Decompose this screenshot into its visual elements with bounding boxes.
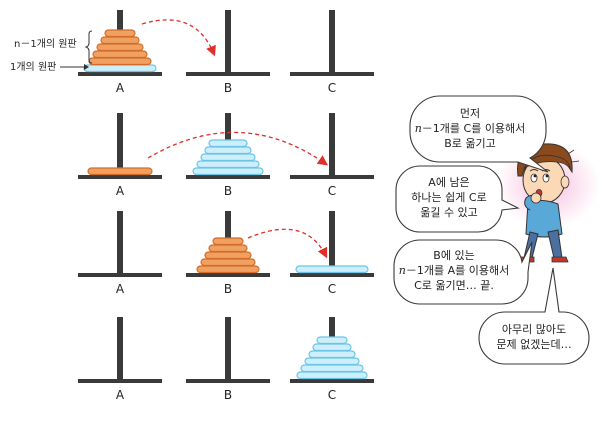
speech-bubbles: 먼저 n－1개를 C를 이용해서 B로 옮기고 A에 남은 하나는 쉽게 C로 … — [393, 95, 590, 365]
disk-blue — [192, 167, 264, 176]
bubble-3: B에 있는 n－1개를 A를 이용해서 C로 옮기면… 끝. — [393, 239, 533, 305]
peg-base — [78, 175, 162, 179]
disk-annotations: n－1개의 원판 1개의 원판 — [10, 30, 93, 73]
peg-c-row1: C — [290, 10, 374, 95]
disk-blue — [204, 146, 252, 155]
bubble-1-line3: B로 옮기고 — [444, 137, 496, 150]
peg-base — [78, 379, 162, 383]
peg-label: C — [328, 81, 336, 95]
peg-label: A — [116, 282, 125, 296]
disk-blue — [308, 350, 356, 359]
peg-label: A — [116, 388, 125, 402]
disk-blue — [208, 139, 248, 148]
peg-base — [186, 379, 270, 383]
bubble-3-line2: n－1개를 A를 이용해서 — [399, 263, 509, 277]
peg-b-row1: B — [186, 10, 270, 95]
disk-blue — [200, 153, 256, 162]
bubble-3-line1: B에 있는 — [433, 249, 474, 262]
bubble-1-line2: n－1개를 C를 이용해서 — [415, 121, 526, 135]
bubble-1: 먼저 n－1개를 C를 이용해서 B로 옮기고 — [409, 95, 549, 173]
peg-rod — [117, 113, 123, 175]
bubble-3-line2-rest: －1개를 A를 이용해서 — [406, 263, 509, 277]
peg-base — [290, 273, 374, 277]
peg-a-row1: A — [78, 10, 162, 95]
disk-orange — [196, 265, 260, 274]
arrow-row2-a-to-c — [147, 131, 329, 166]
peg-c-row3: C — [290, 211, 374, 296]
bubble-3-line2-n: n — [399, 264, 406, 277]
peg-label: B — [224, 388, 232, 402]
peg-rod — [117, 211, 123, 273]
disk-orange — [88, 57, 152, 66]
peg-label: B — [224, 81, 232, 95]
peg-rod — [117, 317, 123, 379]
disk-orange — [204, 251, 252, 260]
peg-c-row4: C — [290, 317, 374, 402]
disk-orange — [104, 29, 136, 38]
towers-layer: A B C A B C A B C A B C — [78, 10, 374, 402]
peg-base — [186, 175, 270, 179]
peg-b-row3: B — [186, 211, 270, 296]
disk-orange — [212, 237, 244, 246]
arrow-row3-b-to-c — [247, 228, 328, 259]
peg-base — [290, 72, 374, 76]
disk-blue — [300, 364, 364, 373]
bubble-4: 아무리 많아도 문제 없겠는데… — [478, 267, 590, 365]
bubble-2: A에 남은 하나는 쉽게 C로 옮길 수 있고 — [395, 165, 520, 233]
peg-base — [290, 175, 374, 179]
bubble-3-line3: C로 옮기면… 끝. — [414, 279, 494, 292]
peg-a-row4: A — [78, 317, 162, 402]
peg-label: A — [116, 184, 125, 198]
bubble-2-line3: 옮길 수 있고 — [420, 206, 478, 219]
peg-rod — [329, 10, 335, 72]
bottom-disk-label: 1개의 원판 — [10, 61, 56, 73]
move-arrows — [141, 19, 329, 259]
disk-blue — [295, 265, 369, 274]
disk-blue — [304, 357, 360, 366]
peg-c-row2: C — [290, 113, 374, 198]
curly-brace — [84, 30, 93, 64]
peg-label: C — [328, 282, 336, 296]
peg-base — [78, 72, 162, 76]
disk-blue — [196, 160, 260, 169]
disk-orange — [92, 50, 148, 59]
peg-base — [186, 273, 270, 277]
peg-base — [78, 273, 162, 277]
peg-label: C — [328, 388, 336, 402]
arrow-row1-a-to-b — [141, 19, 216, 57]
peg-rod — [225, 317, 231, 379]
bubble-2-line1: A에 남은 — [428, 176, 469, 189]
peg-label: C — [328, 184, 336, 198]
peg-b-row2: B — [186, 113, 270, 198]
peg-rod — [225, 10, 231, 72]
disk-orange — [100, 36, 140, 45]
bubble-1-line1: 먼저 — [460, 107, 480, 120]
disk-blue — [83, 64, 157, 73]
peg-b-row4: B — [186, 317, 270, 402]
bubble-2-line2: 하나는 쉽게 C로 — [411, 190, 486, 204]
peg-base — [186, 72, 270, 76]
disk-blue — [296, 371, 368, 380]
peg-rod — [329, 211, 335, 273]
bubble-1-line2-rest: －1개를 C를 이용해서 — [422, 121, 526, 135]
disk-orange — [200, 258, 256, 267]
disk-orange — [87, 167, 153, 176]
disk-blue — [312, 343, 352, 352]
peg-base — [290, 379, 374, 383]
disk-orange — [96, 43, 144, 52]
top-disks-label: n－1개의 원판 — [14, 38, 77, 50]
bubble-1-line2-n: n — [415, 122, 422, 135]
disk-orange — [208, 244, 248, 253]
peg-a-row2: A — [78, 113, 162, 198]
peg-label: B — [224, 184, 232, 198]
bubble-4-line1: 아무리 많아도 — [502, 323, 566, 336]
pointer-head — [84, 64, 89, 70]
disk-blue — [316, 336, 348, 345]
peg-label: B — [224, 282, 232, 296]
peg-label: A — [116, 81, 125, 95]
peg-a-row3: A — [78, 211, 162, 296]
bubble-4-line2: 문제 없겠는데… — [496, 338, 571, 351]
peg-rod — [329, 113, 335, 175]
